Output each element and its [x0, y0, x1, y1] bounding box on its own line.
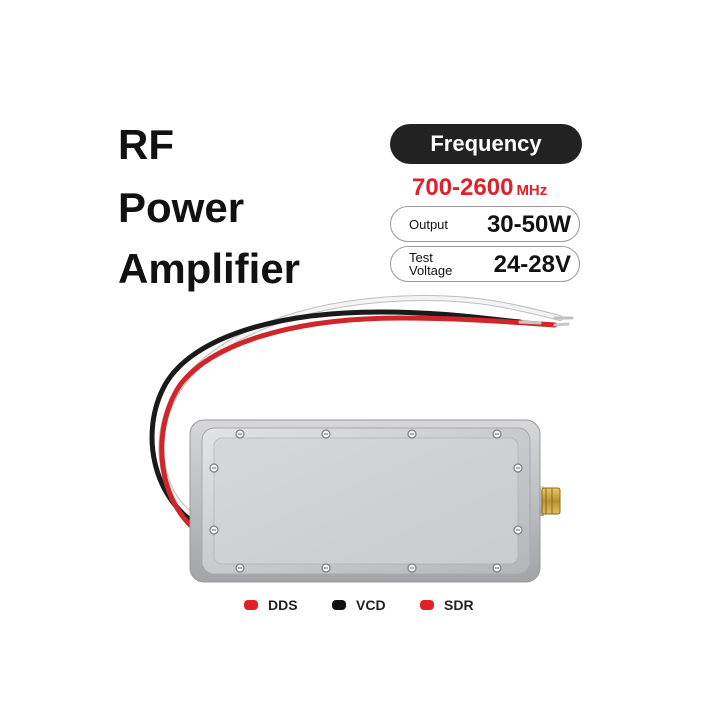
legend-item-vcd: VCD	[332, 596, 386, 614]
frequency-badge: Frequency	[390, 124, 582, 164]
voltage-spec: Test Voltage 24-28V	[390, 246, 580, 282]
output-value: 30-50W	[486, 211, 571, 238]
legend-swatch	[244, 600, 258, 610]
frequency-unit: MHz	[516, 182, 548, 199]
legend-label: SDR	[444, 597, 474, 613]
voltage-label: Test Voltage	[409, 250, 453, 278]
amplifier-housing	[189, 419, 541, 583]
voltage-value: 24-28V	[493, 251, 571, 278]
title-line-3: Amplifier	[118, 245, 301, 292]
black-wire	[149, 309, 523, 533]
title-line-2: Power	[118, 184, 245, 231]
legend-item-sdr: SDR	[420, 596, 474, 614]
sma-connector	[532, 486, 561, 516]
legend-label: DDS	[268, 597, 298, 613]
wire-bundle	[149, 294, 574, 543]
legend-label: VCD	[356, 597, 386, 613]
title-line-1: RF	[118, 121, 174, 168]
red-wire	[159, 315, 558, 543]
frequency-value: 700-2600	[412, 174, 514, 201]
legend-swatch	[420, 600, 434, 610]
output-label: Output	[409, 217, 449, 232]
legend-item-dds: DDS	[244, 596, 298, 614]
output-spec: Output 30-50W	[390, 206, 580, 242]
legend-swatch	[332, 600, 346, 610]
